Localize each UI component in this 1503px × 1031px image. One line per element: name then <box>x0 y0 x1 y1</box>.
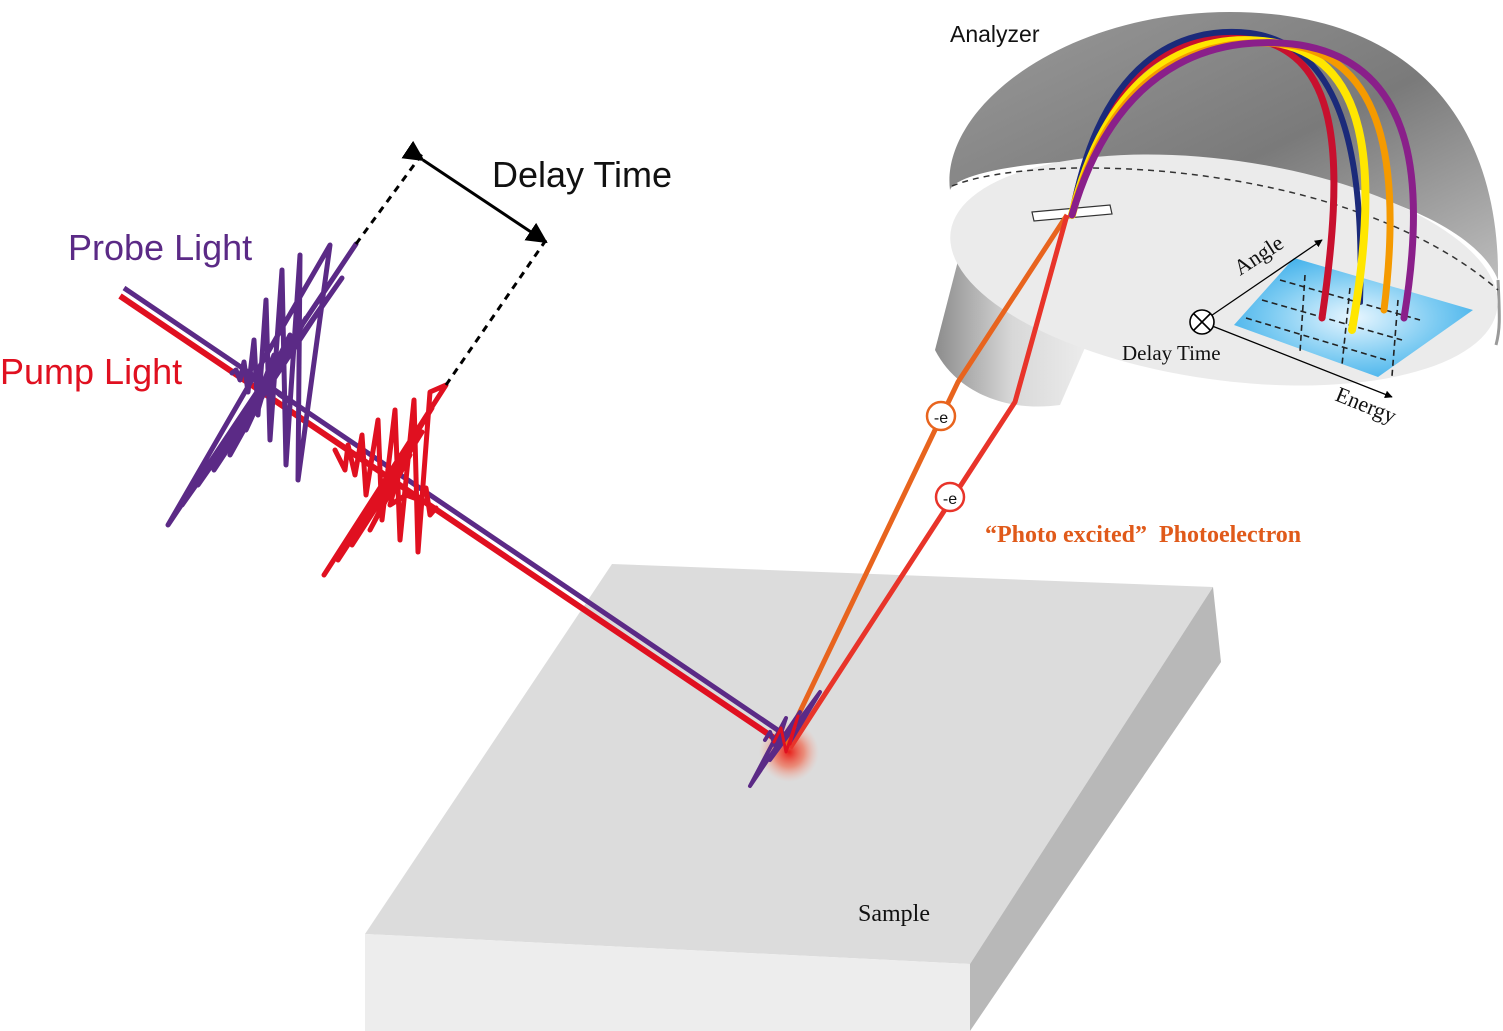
pump-pulse <box>321 382 449 578</box>
probe-pulse <box>165 241 359 528</box>
electron-trajectories <box>1068 29 1417 334</box>
detector-grid <box>1245 274 1421 377</box>
probe-light-label: Probe Light <box>68 227 252 268</box>
trajectory-purple <box>1068 39 1417 322</box>
angle-axis-arrow <box>1201 239 1323 323</box>
pump-beam <box>118 293 782 745</box>
trajectory-navy <box>1069 29 1364 305</box>
analyzer-disk-rear-edge <box>951 167 1499 291</box>
electron-label-1: -e <box>934 410 948 427</box>
delay-time-label: Delay Time <box>492 154 672 195</box>
delay-time-axis-icon <box>1189 309 1215 335</box>
pulse-at-sample-pump <box>772 714 800 754</box>
sample-front-face <box>365 934 970 1031</box>
analyzer-dome <box>949 12 1499 280</box>
photoelectron-path-orange <box>781 213 1070 747</box>
pump-light-label: Pump Light <box>0 351 182 392</box>
probe-beam <box>122 285 787 738</box>
sample-side-face <box>970 587 1221 1031</box>
delay-guide-probe <box>354 149 427 245</box>
analyzer-dome-edge <box>1494 279 1501 346</box>
pulse-at-sample-probe <box>748 690 822 788</box>
electron-marker-1 <box>925 400 957 432</box>
electron-marker-2 <box>934 481 966 513</box>
analyzer-label: Analyzer <box>950 21 1040 47</box>
energy-axis-label: Energy <box>1332 381 1400 428</box>
delay-time-arrow <box>401 140 548 244</box>
energy-axis-arrow <box>1201 321 1393 399</box>
sample-label: Sample <box>858 901 930 927</box>
delay-guide-pump <box>444 239 548 386</box>
photoelectron-label: “Photo excited” Photoelectron <box>985 522 1301 548</box>
delay-time-axis-label: Delay Time <box>1122 341 1221 365</box>
sample-block <box>365 564 1221 1031</box>
electron-label-2: -e <box>943 491 957 508</box>
photoelectron-path-red <box>787 214 1070 750</box>
